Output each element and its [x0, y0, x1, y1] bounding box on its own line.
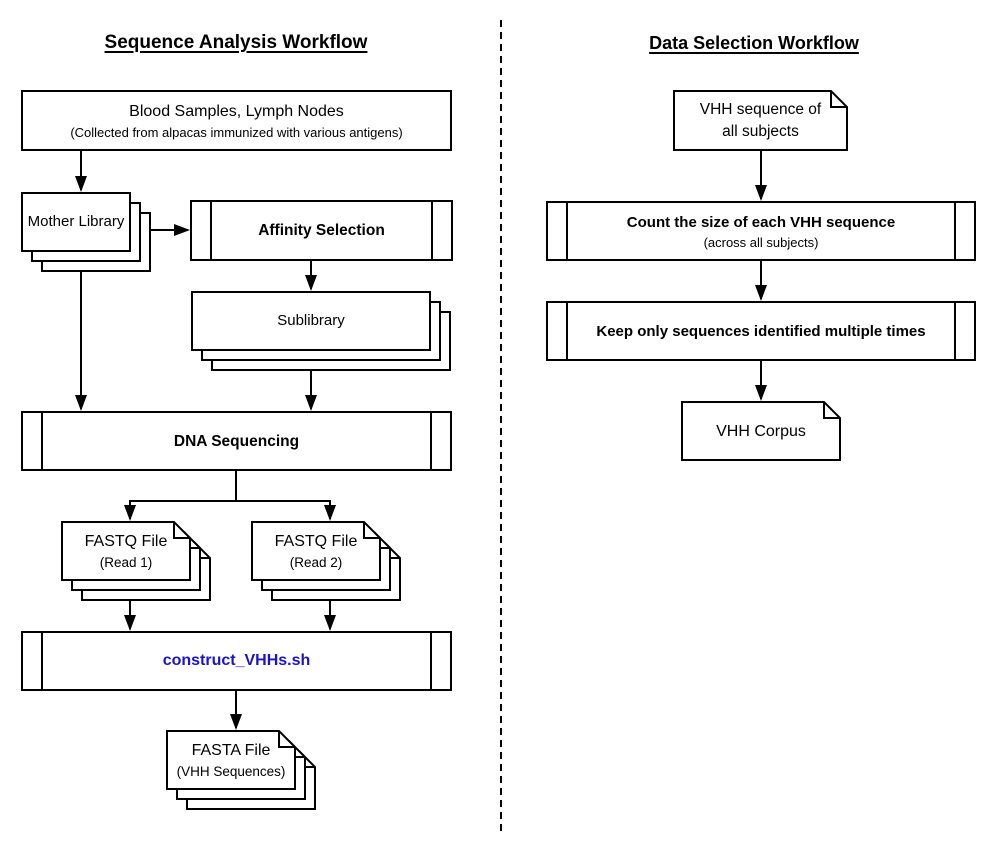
- fastq-read1-sublabel: (Read 1): [99, 554, 153, 570]
- proc-bar-right: [430, 413, 432, 469]
- node-mother-library-stack: Mother Library: [21, 192, 151, 272]
- vhh-corpus-labels: VHH Corpus: [681, 401, 841, 461]
- document-layer: [251, 521, 381, 581]
- count-size-sublabel: (across all subjects): [703, 234, 819, 250]
- count-size-label: Count the size of each VHH sequence: [626, 213, 896, 231]
- document-fold: [363, 522, 380, 539]
- document-fold: [830, 91, 847, 108]
- fastq-read1-labels: FASTQ File (Read 1): [61, 521, 191, 581]
- node-blood-samples: Blood Samples, Lymph Nodes (Collected fr…: [21, 90, 452, 151]
- fastq-read1-label: FASTQ File: [84, 532, 168, 550]
- construct-script-label: construct_VHHs.sh: [162, 652, 311, 669]
- vhh-sequence-label-line2: all subjects: [722, 122, 799, 140]
- proc-bar-right: [954, 203, 956, 259]
- fastq-read2-stack-shape: [251, 521, 401, 601]
- vhh-sequence-label-line1: VHH sequence of: [699, 100, 822, 118]
- document-fold: [278, 731, 295, 748]
- node-count-size: Count the size of each VHH sequence (acr…: [546, 201, 976, 261]
- node-affinity-selection: Affinity Selection: [190, 200, 453, 261]
- document-fold: [173, 522, 190, 539]
- fasta-file-label: FASTA File: [191, 741, 271, 759]
- node-keep-multiple: Keep only sequences identified multiple …: [546, 301, 976, 361]
- dna-sequencing-label: DNA Sequencing: [173, 432, 300, 450]
- fastq-read1-stack-shape: [61, 521, 211, 601]
- fasta-file-labels: FASTA File (VHH Sequences): [166, 730, 296, 790]
- fasta-stack-shape: [166, 730, 316, 810]
- mother-library-stack-shape: [21, 192, 151, 272]
- proc-bar-left: [566, 203, 568, 259]
- affinity-selection-label: Affinity Selection: [258, 222, 385, 239]
- proc-bar-right: [954, 303, 956, 359]
- node-construct-script: construct_VHHs.sh: [21, 631, 452, 691]
- vhh-sequence-labels: VHH sequence of all subjects: [673, 90, 848, 151]
- right-workflow-title: Data Selection Workflow: [649, 33, 859, 53]
- vhh-corpus-doc-shape: [681, 401, 841, 461]
- proc-bar-right: [430, 633, 432, 689]
- mother-library-label: Mother Library: [27, 213, 125, 230]
- document-layer: [681, 401, 841, 461]
- proc-bar-left: [41, 413, 43, 469]
- node-fastq-read1-stack: FASTQ File (Read 1): [61, 521, 211, 601]
- proc-bar-left: [210, 202, 212, 259]
- vhh-corpus-label: VHH Corpus: [716, 422, 806, 440]
- document-fold: [823, 402, 840, 419]
- sublibrary-label: Sublibrary: [277, 312, 345, 329]
- document-layer: [166, 730, 296, 790]
- vhh-sequence-doc-shape: [673, 90, 848, 151]
- blood-samples-label: Blood Samples, Lymph Nodes: [129, 102, 344, 120]
- node-vhh-corpus-doc: VHH Corpus: [681, 401, 841, 461]
- fastq-read2-label: FASTQ File: [274, 532, 358, 550]
- node-vhh-sequence-doc: VHH sequence of all subjects: [673, 90, 848, 151]
- fastq-read2-labels: FASTQ File (Read 2): [251, 521, 381, 581]
- document-layer: [673, 90, 848, 151]
- keep-multiple-label: Keep only sequences identified multiple …: [596, 322, 926, 340]
- sublibrary-stack-shape: [191, 291, 451, 371]
- fastq-read2-sublabel: (Read 2): [289, 554, 343, 570]
- proc-bar-right: [431, 202, 433, 259]
- node-sublibrary-stack: Sublibrary: [191, 291, 451, 371]
- stack-layer: [21, 192, 131, 252]
- fasta-file-sublabel: (VHH Sequences): [176, 763, 286, 779]
- proc-bar-left: [41, 633, 43, 689]
- blood-samples-sublabel: (Collected from alpacas immunized with v…: [70, 124, 403, 140]
- left-workflow-title: Sequence Analysis Workflow: [104, 32, 368, 53]
- node-dna-sequencing: DNA Sequencing: [21, 411, 452, 471]
- proc-bar-left: [566, 303, 568, 359]
- stack-layer: [191, 291, 431, 351]
- document-layer: [61, 521, 191, 581]
- node-fasta-file-stack: FASTA File (VHH Sequences): [166, 730, 316, 810]
- node-fastq-read2-stack: FASTQ File (Read 2): [251, 521, 401, 601]
